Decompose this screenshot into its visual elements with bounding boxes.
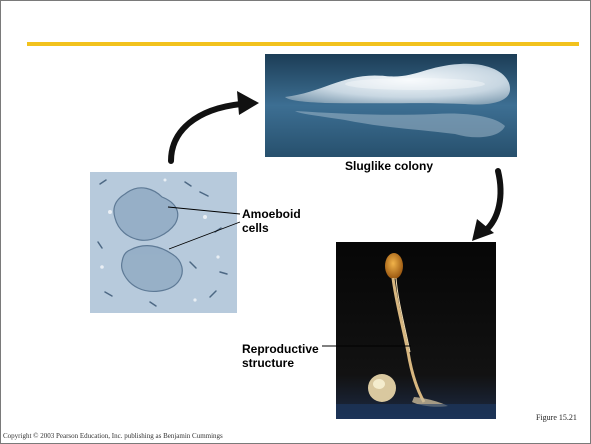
sluglike-colony-photo [265, 54, 517, 157]
curved-arrow-icon [485, 171, 500, 231]
title-rule [27, 42, 579, 46]
reproductive-label-line2: structure [242, 356, 342, 370]
amoeboid-label-line1: Amoeboid [242, 207, 322, 221]
curved-arrow-icon [171, 104, 241, 161]
amoeboid-cells-label: Amoeboid cells [242, 207, 322, 235]
reproductive-structure-photo [336, 242, 496, 419]
amoeboid-cells-photo [90, 172, 237, 313]
figure-number: Figure 15.21 [536, 413, 577, 422]
reproductive-structure-label: Reproductive structure [242, 342, 342, 370]
amoeboid-label-line2: cells [242, 221, 322, 235]
reproductive-label-line1: Reproductive [242, 342, 342, 356]
sluglike-colony-label: Sluglike colony [345, 159, 455, 173]
arrowhead-to-reproductive-icon [472, 219, 494, 241]
arrowhead-to-slug-icon [237, 91, 259, 115]
copyright-footer: Copyright © 2003 Pearson Education, Inc.… [3, 432, 223, 440]
